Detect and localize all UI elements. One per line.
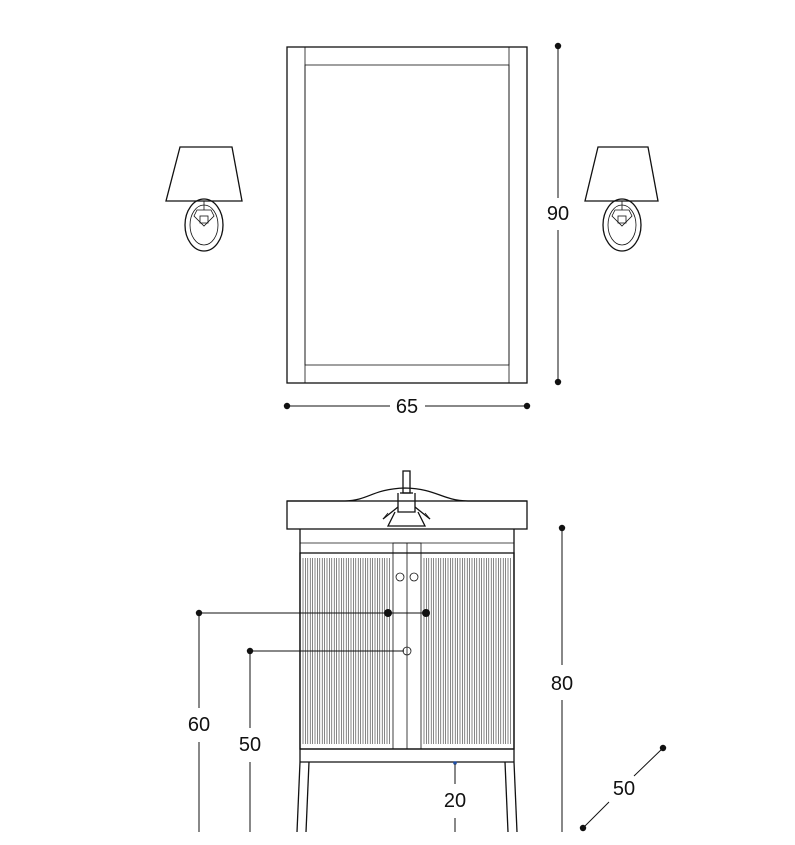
dimension-cabinet-height: 80 xyxy=(551,524,573,832)
mirror xyxy=(286,46,528,384)
dimension-mirror-height: 90 xyxy=(547,42,569,386)
label-mirror-height: 90 xyxy=(547,203,569,225)
dimension-mirror-width: 65 xyxy=(283,396,531,418)
vanity-cabinet xyxy=(286,487,528,833)
fluted-panel-right xyxy=(423,558,511,744)
dimension-lower-handle-height: 50 xyxy=(239,646,412,832)
label-mirror-width: 65 xyxy=(396,396,418,418)
label-depth: 50 xyxy=(613,778,635,800)
dimension-handle-height: 60 xyxy=(188,609,430,832)
label-toe-clearance: 20 xyxy=(444,790,466,812)
dimension-toe-clearance: 20 xyxy=(444,761,466,832)
label-handle-height: 60 xyxy=(188,714,210,736)
wall-lamp-left xyxy=(165,146,243,252)
wall-lamp-right xyxy=(584,146,659,252)
faucet xyxy=(382,470,431,527)
label-lower-handle-height: 50 xyxy=(239,734,261,756)
dimension-depth: 50 xyxy=(579,744,667,832)
label-cabinet-height: 80 xyxy=(551,673,573,695)
